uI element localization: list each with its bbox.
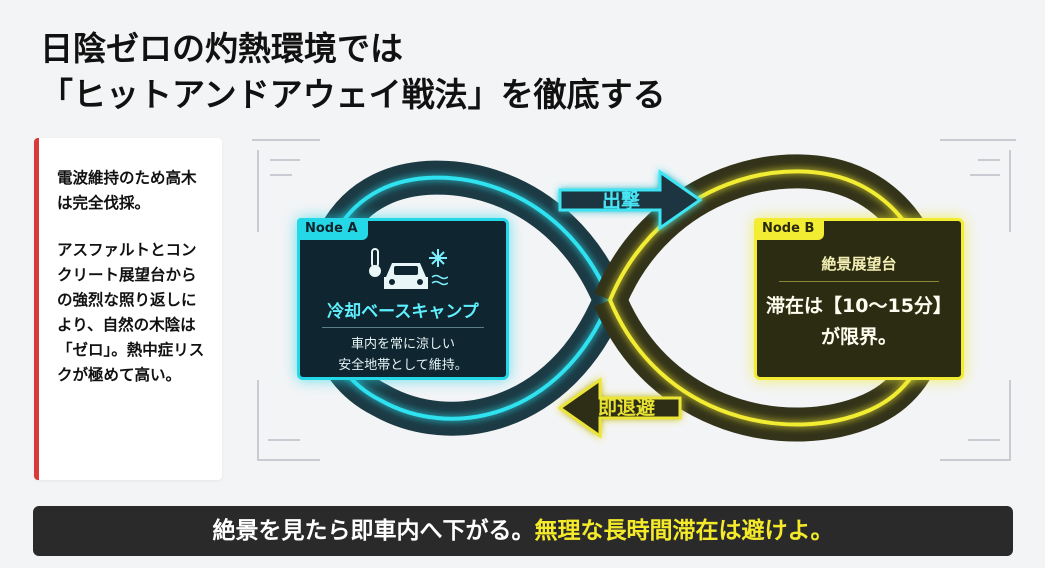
node-a-description-line-2: 安全地帯として維持。 [338,358,468,373]
arrow-back-label: 即退避 [598,397,656,419]
arrow-out [558,169,703,231]
node-a-description: 車内を常に涼しい 安全地帯として維持。 [300,334,506,376]
node-a-card: Node A 冷却ベースキャンプ [297,218,509,380]
node-b-tag: Node B [754,218,825,240]
arrow-out-label: 出撃 [602,190,641,212]
arrow-back [557,377,682,439]
node-b-card: Node B 絶景展望台 滞在は【10〜15分】 が限界。 [754,218,964,380]
info-paragraph-1: 電波維持のため高木は完全伐採。 [57,169,197,212]
bottom-banner-part-1: 絶景を見たら即車内へ下がる。 [212,518,535,544]
snowflake-icon [429,249,447,267]
bottom-banner-part-2: 無理な長時間滞在は避けよ。 [534,518,834,544]
cooling-icons [368,247,449,297]
car-icon [384,263,428,289]
bottom-banner: 絶景を見たら即車内へ下がる。無理な長時間滞在は避けよ。 [33,506,1013,556]
node-a-description-line-1: 車内を常に涼しい [350,337,455,352]
node-b-limit: 滞在は【10〜15分】 が限界。 [757,291,961,353]
node-a-name: 冷却ベースキャンプ [327,302,479,322]
title-line-1: 日陰ゼロの灼熱環境では [40,29,403,68]
cold-air-icon [431,274,449,286]
title-line-2: 「ヒットアンドアウェイ戦法」を徹底する [40,75,666,114]
node-b-limit-line-2: が限界。 [820,326,897,348]
node-b-divider [779,281,939,282]
node-a-divider [322,327,484,328]
circuit-frame [252,139,1016,461]
page-title: 日陰ゼロの灼熱環境では 「ヒットアンドアウェイ戦法」を徹底する [40,26,666,118]
info-paragraph-2: アスファルトとコンクリート展望台からの強烈な照り返しにより、自然の木陰は「ゼロ」… [57,241,205,384]
node-a-tag: Node A [297,218,368,240]
node-b-limit-line-1: 滞在は【10〜15分】 [766,295,952,317]
thermometer-icon [369,248,381,277]
info-card: 電波維持のため高木は完全伐採。 アスファルトとコンクリート展望台からの強烈な照り… [34,138,222,480]
node-b-place: 絶景展望台 [821,255,897,273]
